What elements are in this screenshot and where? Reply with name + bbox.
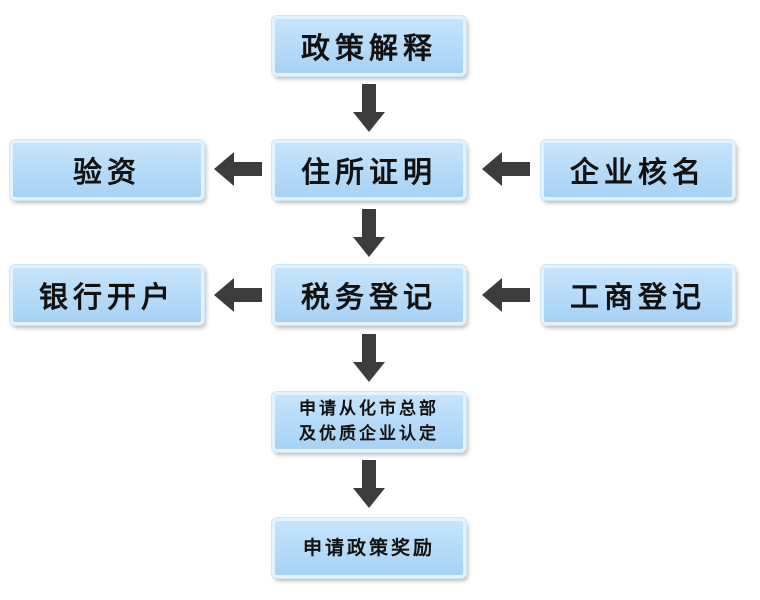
node-label: 企业核名	[569, 155, 706, 189]
arrow-left-icon	[482, 152, 530, 186]
node-label: 工商登记	[569, 280, 706, 314]
node-label: 申请政策奖励	[302, 536, 435, 559]
arrow-left-icon	[214, 152, 262, 186]
node-business-registration: 工商登记	[541, 265, 735, 325]
node-policy-reward: 申请政策奖励	[272, 518, 466, 578]
arrow-left-icon	[482, 278, 530, 312]
node-label: 政策解释	[300, 31, 437, 65]
arrow-down-icon	[353, 460, 385, 508]
node-bank-account: 银行开户	[10, 265, 204, 325]
arrow-down-icon	[353, 209, 385, 257]
node-capital-verification: 验资	[10, 140, 204, 200]
node-label: 银行开户	[38, 280, 175, 314]
node-label-line1: 申请从化市总部	[299, 399, 439, 419]
node-hq-certification: 申请从化市总部 及优质企业认定	[272, 392, 466, 452]
node-policy-explanation: 政策解释	[272, 16, 466, 76]
node-company-name-check: 企业核名	[541, 140, 735, 200]
arrow-down-icon	[353, 334, 385, 382]
arrow-left-icon	[214, 278, 262, 312]
node-tax-registration: 税务登记	[272, 265, 466, 325]
node-label: 验资	[72, 155, 141, 189]
arrow-down-icon	[353, 84, 385, 132]
node-label: 税务登记	[300, 280, 437, 314]
node-address-proof: 住所证明	[272, 140, 466, 200]
node-label-line2: 及优质企业认定	[299, 424, 439, 444]
node-label: 住所证明	[300, 155, 437, 189]
